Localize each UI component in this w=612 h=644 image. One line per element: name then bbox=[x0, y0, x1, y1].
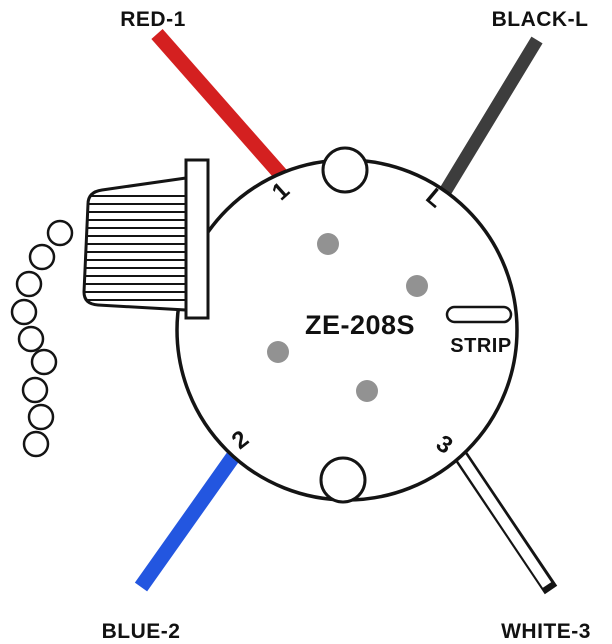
model-label: ZE-208S bbox=[305, 310, 415, 340]
chain-bead bbox=[46, 219, 74, 247]
blue-wire bbox=[134, 435, 252, 592]
chain-bead bbox=[30, 348, 58, 376]
black-wire-label: BLACK-L bbox=[492, 8, 589, 31]
chain-bead bbox=[15, 270, 43, 298]
chain-bead bbox=[10, 298, 38, 326]
white-wire bbox=[447, 440, 552, 588]
black-wire bbox=[434, 36, 543, 204]
red-wire bbox=[151, 29, 296, 190]
terminal-dot bbox=[356, 380, 378, 402]
white-wire-label: WHITE-3 bbox=[501, 620, 591, 643]
chain-bead bbox=[17, 325, 45, 353]
chain-bead bbox=[28, 243, 56, 271]
terminal-dot bbox=[406, 275, 428, 297]
top-mounting-hole bbox=[321, 146, 369, 194]
housing-ribs bbox=[84, 195, 186, 301]
red-wire-label: RED-1 bbox=[120, 8, 186, 31]
terminal-dot bbox=[317, 233, 339, 255]
chain-bead bbox=[21, 376, 49, 404]
terminal-dot bbox=[267, 341, 289, 363]
pull-chain bbox=[10, 219, 74, 458]
switch-stem bbox=[184, 158, 210, 320]
strip-label: STRIP bbox=[450, 335, 511, 357]
bottom-mounting-hole bbox=[319, 456, 367, 504]
chain-bead bbox=[27, 403, 55, 431]
chain-bead bbox=[22, 430, 50, 458]
blue-wire-label: BLUE-2 bbox=[102, 620, 181, 643]
strip-slot bbox=[445, 305, 513, 324]
